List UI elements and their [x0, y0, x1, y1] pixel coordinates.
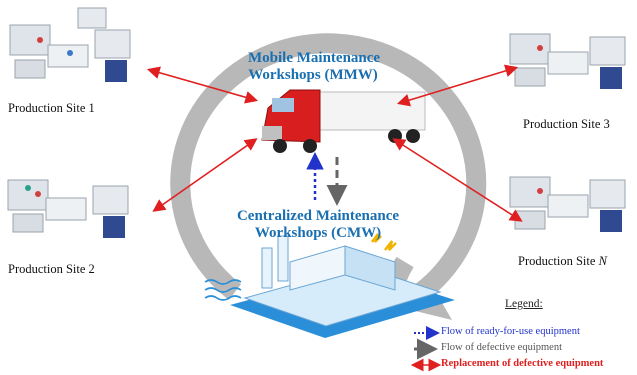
factory-cluster-site2	[7, 179, 129, 238]
legend-item-defective: Flow of defective equipment	[441, 342, 563, 353]
replacement-arrow-siteN	[392, 138, 523, 222]
cmw-title: Centralized Maintenance Workshops (CMW)	[218, 208, 418, 242]
legend-heading: Legend:	[505, 298, 543, 310]
replacement-arrow-site1	[146, 66, 259, 104]
factory-cluster-site1	[9, 7, 131, 82]
cmw-title-line1: Centralized Maintenance	[236, 208, 400, 224]
mmw-title: Mobile Maintenance Workshops (MMW)	[248, 50, 381, 84]
factory-cluster-site3	[509, 33, 626, 89]
siteN-label-prefix: Production Site	[518, 254, 599, 268]
mmw-title-line1: Mobile Maintenance	[248, 50, 381, 66]
siteN-label-italic: N	[598, 254, 607, 268]
legend-item-ready: Flow of ready-for-use equipment	[441, 326, 580, 337]
replacement-arrow-site3	[396, 64, 519, 107]
cmw-building-icon	[204, 233, 455, 338]
factory-cluster-siteN	[509, 176, 626, 232]
cmw-title-line2: Workshops (CMW)	[254, 225, 382, 241]
legend-item-replacement: Replacement of defective equipment	[441, 358, 604, 369]
site1-label: Production Site 1	[8, 101, 95, 115]
site3-label: Production Site 3	[523, 117, 610, 131]
siteN-label: Production Site N	[518, 254, 607, 269]
mmw-title-line2: Workshops (MMW)	[248, 67, 378, 83]
site2-label: Production Site 2	[8, 262, 95, 276]
replacement-arrow-site2	[152, 138, 258, 212]
